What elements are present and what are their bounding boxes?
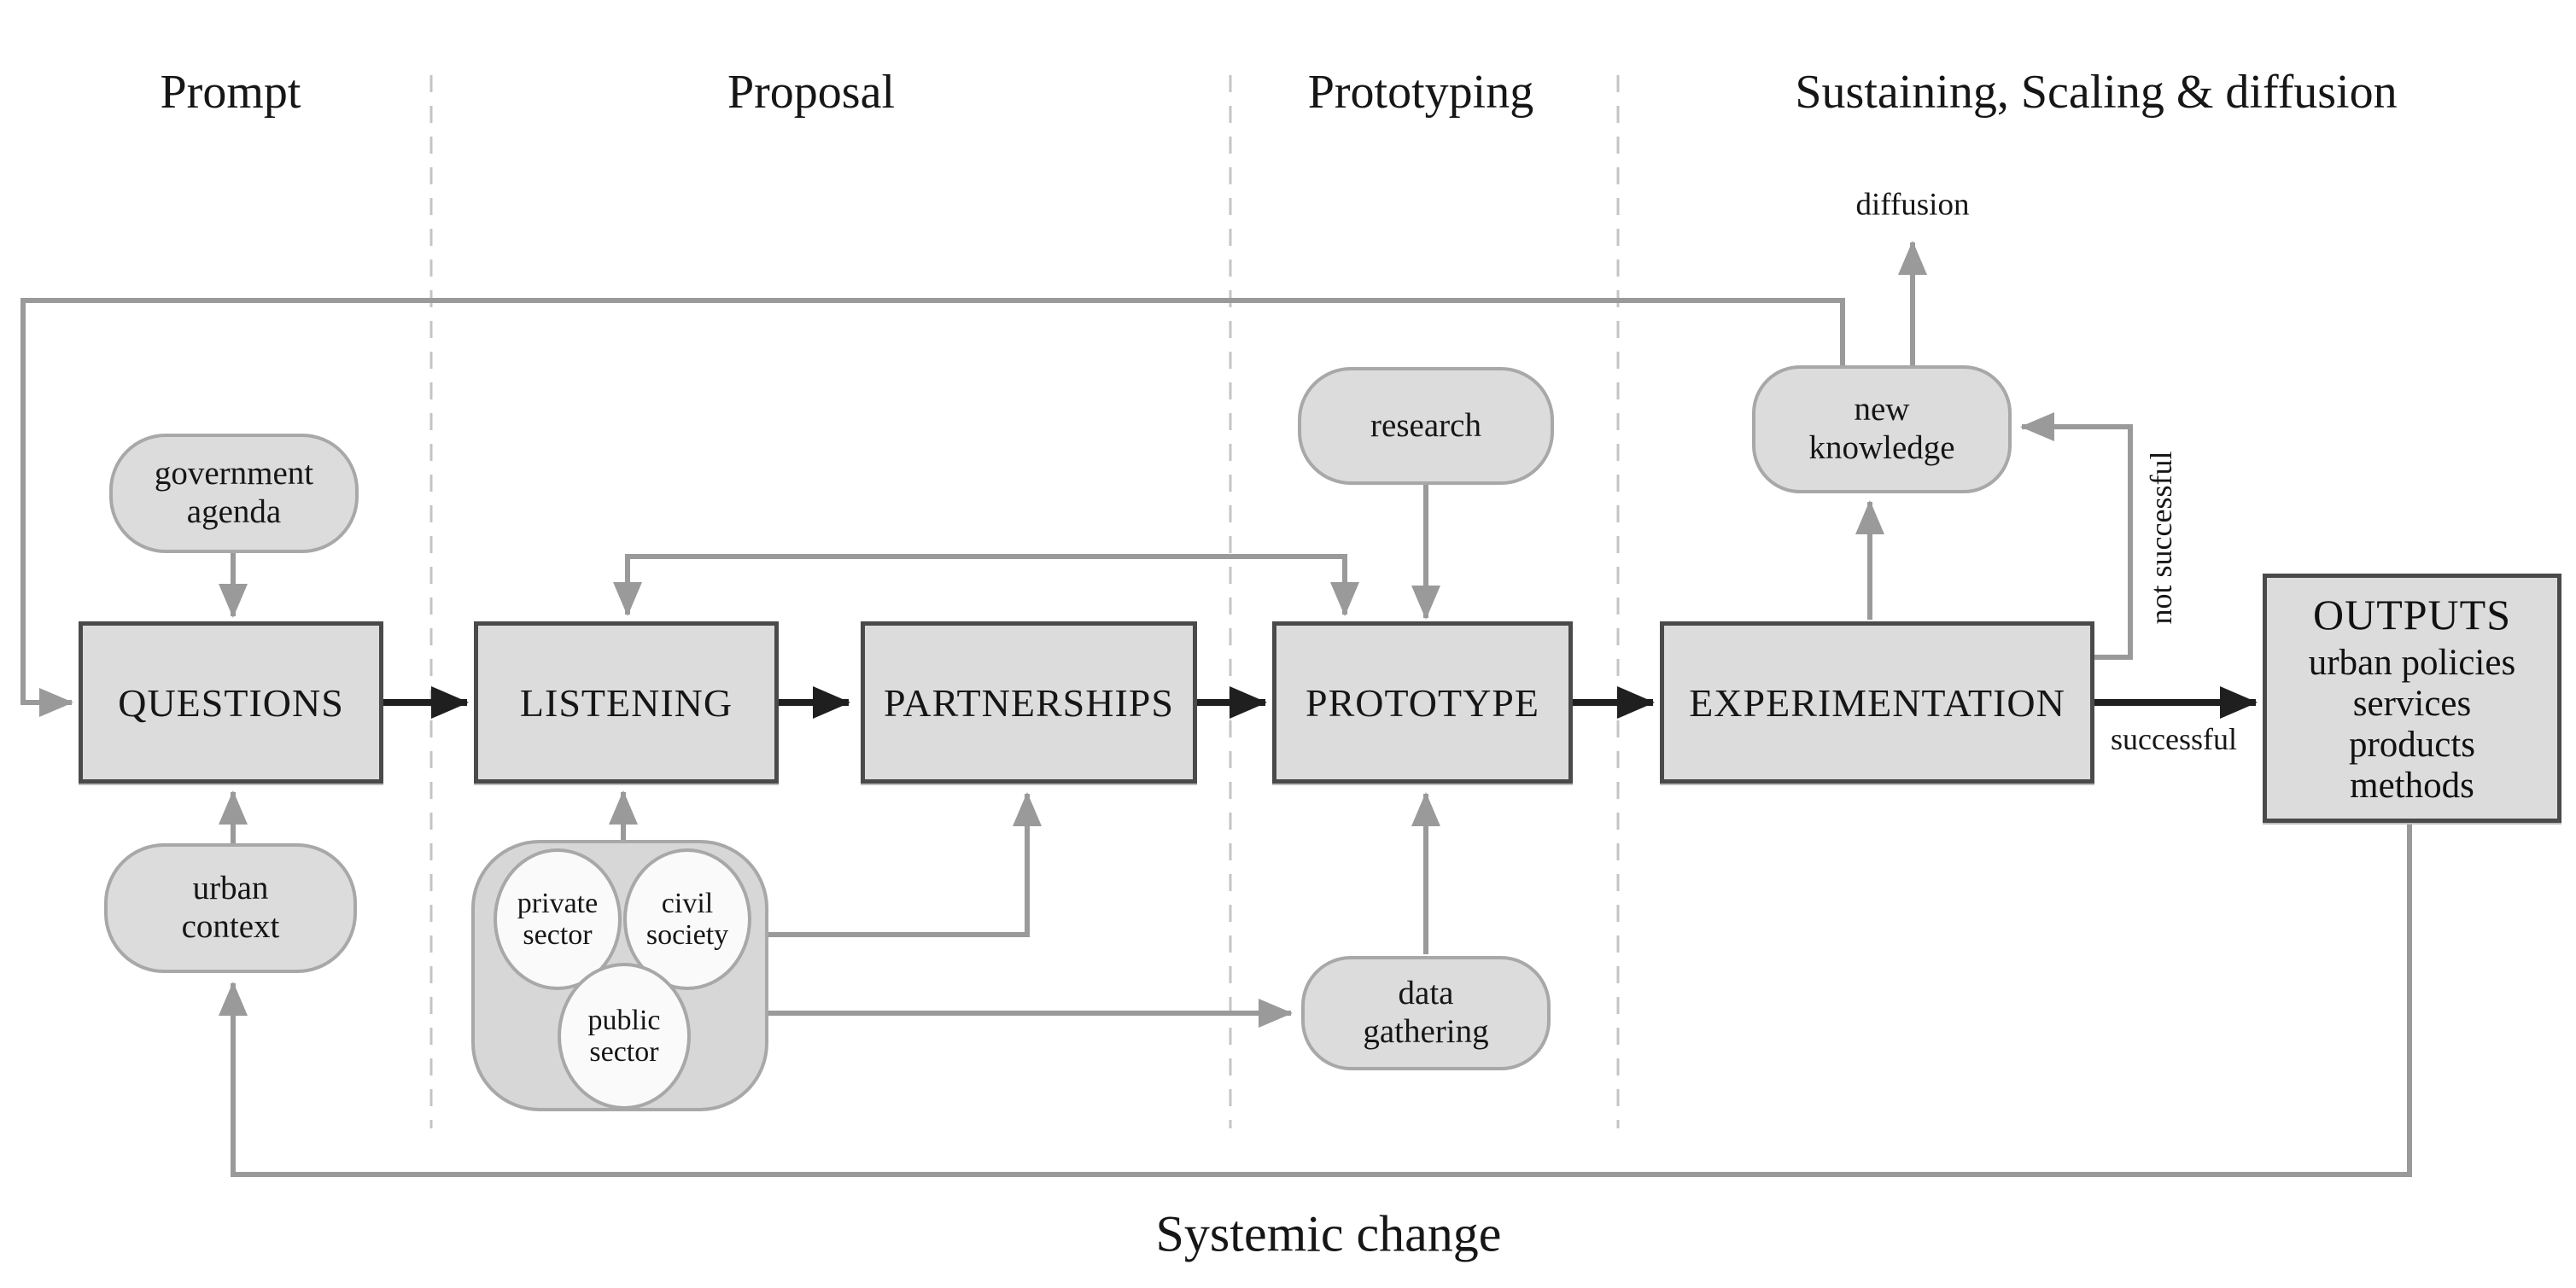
edge-listening-to-prototype-loop [628, 554, 1359, 616]
node-questions-label: QUESTIONS [118, 680, 344, 725]
circle-public-sector: public sector [558, 963, 691, 1110]
circle-civil-society: civil society [623, 848, 751, 990]
node-prototype: PROTOTYPE [1272, 621, 1573, 784]
node-partnerships-label: PARTNERSHIPS [884, 680, 1174, 725]
outputs-item: products [2348, 725, 2476, 766]
node-listening: LISTENING [474, 621, 779, 784]
phase-title-sustaining: Sustaining, Scaling & diffusion [1795, 66, 2398, 119]
edge-new-knowledge-to-questions-feedback [20, 298, 1845, 717]
node-listening-label: LISTENING [519, 680, 733, 725]
circle-public-sector-label: public sector [587, 1004, 661, 1068]
edge-outputs-to-urban-context-systemic [219, 825, 2412, 1177]
pill-data-gathering: data gathering [1301, 956, 1551, 1070]
pill-research-label: research [1370, 406, 1481, 444]
node-experimentation: EXPERIMENTATION [1660, 621, 2094, 784]
phase-title-prototyping: Prototyping [1307, 66, 1534, 119]
pill-data-gathering-label: data gathering [1363, 975, 1489, 1050]
pill-urban-context-label: urban context [181, 870, 280, 945]
pill-government-agenda-label: government agenda [154, 455, 314, 530]
edge-not-successful-feedback [2020, 412, 2133, 660]
pill-urban-context: urban context [104, 843, 357, 973]
circle-civil-society-label: civil society [645, 887, 729, 951]
node-questions: QUESTIONS [79, 621, 383, 784]
node-outputs-title: OUTPUTS [2312, 591, 2512, 638]
outputs-item: services [2352, 684, 2472, 725]
pill-research: research [1298, 367, 1554, 485]
outputs-item: urban policies [2308, 643, 2516, 683]
label-not-successful: not successful [2144, 451, 2178, 625]
pill-government-agenda: government agenda [109, 434, 359, 553]
pill-new-knowledge: new knowledge [1752, 365, 2012, 493]
edge-prototype-to-listening-loop [613, 554, 1345, 616]
label-diffusion: diffusion [1855, 187, 1970, 223]
node-experimentation-label: EXPERIMENTATION [1689, 680, 2065, 725]
pill-new-knowledge-label: new knowledge [1808, 391, 1955, 466]
phase-title-prompt: Prompt [160, 66, 301, 119]
circle-private-sector-label: private sector [517, 887, 599, 951]
phase-title-proposal: Proposal [727, 66, 895, 119]
outputs-item: methods [2350, 766, 2474, 807]
label-systemic-change: Systemic change [1155, 1205, 1502, 1262]
node-partnerships: PARTNERSHIPS [861, 621, 1197, 784]
label-successful: successful [2111, 722, 2237, 756]
node-prototype-label: PROTOTYPE [1306, 680, 1539, 725]
edge-cluster-to-partnerships [767, 792, 1042, 937]
node-outputs: OUTPUTS urban policies services products… [2263, 574, 2561, 823]
